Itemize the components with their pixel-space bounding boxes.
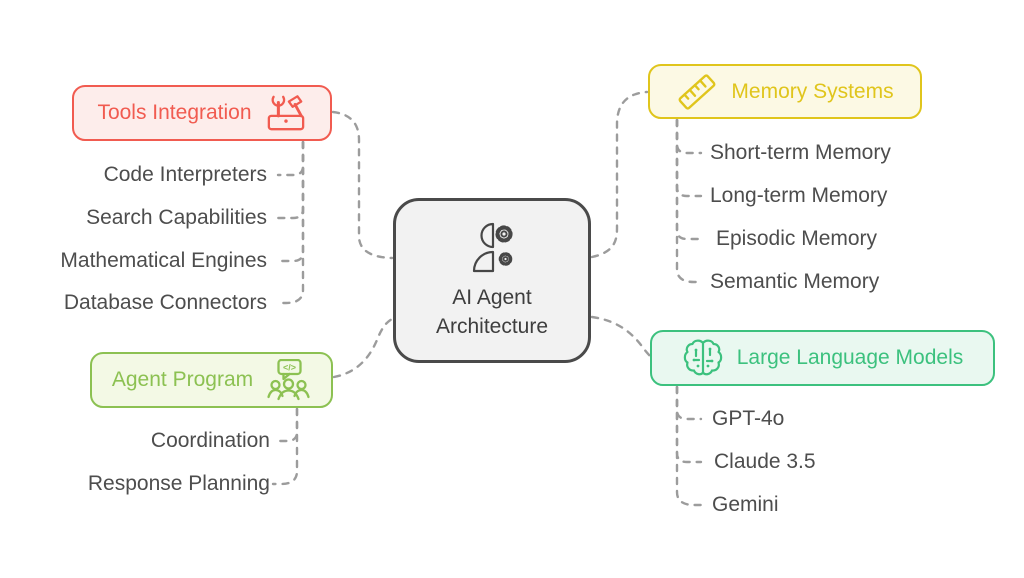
brain-icon — [683, 339, 722, 376]
leaf-short-term-memory: Short-term Memory — [710, 141, 891, 164]
connector-memory-to-center — [590, 90, 649, 259]
branch-large-language-models: Large Language Models — [650, 330, 995, 386]
connector-memory-child-4 — [675, 118, 704, 284]
agent-gears-icon — [472, 222, 513, 273]
toolbox-icon — [267, 95, 304, 131]
connector-agent-to-center — [332, 317, 394, 379]
leaf-code-interpreters: Code Interpreters — [103, 163, 267, 186]
center-node-label: AI Agent Architecture — [435, 286, 549, 338]
leaf-claude-3-5: Claude 3.5 — [714, 450, 816, 473]
connector-tools-child-4 — [275, 140, 305, 305]
leaf-gemini: Gemini — [712, 493, 779, 516]
branch-tools-integration: Tools Integration — [72, 85, 332, 141]
leaf-gpt-4o: GPT-4o — [712, 407, 785, 430]
code-glyph: </> — [283, 363, 296, 373]
leaf-long-term-memory: Long-term Memory — [710, 184, 888, 207]
team-code-icon: </> — [267, 359, 310, 401]
leaf-mathematical-engines: Mathematical Engines — [60, 249, 267, 272]
branch-agent-label: Agent Program — [111, 368, 254, 391]
connector-llm-to-center — [590, 315, 653, 359]
branch-memory-systems: Memory Systems — [648, 64, 922, 119]
branch-llm-label: Large Language Models — [736, 346, 964, 369]
connector-llm-child-3 — [675, 385, 704, 507]
leaf-coordination: Coordination — [150, 429, 270, 452]
leaf-semantic-memory: Semantic Memory — [710, 270, 880, 293]
connector-tools-child-3 — [276, 140, 305, 263]
connector-llm-child-1 — [675, 385, 703, 421]
connector-memory-child-3 — [675, 118, 703, 241]
leaf-search-capabilities: Search Capabilities — [86, 206, 267, 229]
branch-agent-program: Agent Program </> — [90, 352, 333, 408]
ruler-memory-icon — [678, 73, 716, 110]
branch-tools-label: Tools Integration — [97, 101, 252, 124]
leaf-response-planning: Response Planning — [87, 472, 270, 495]
connector-memory-child-2 — [675, 118, 703, 198]
branch-memory-label: Memory Systems — [731, 79, 894, 103]
connector-tools-child-1 — [276, 140, 305, 177]
connector-tools-child-2 — [276, 140, 305, 220]
connector-tools-to-center — [331, 110, 394, 260]
connector-agent-child-2 — [271, 407, 299, 486]
connector-agent-child-1 — [278, 407, 299, 443]
leaf-episodic-memory: Episodic Memory — [716, 227, 878, 250]
center-node-ai-agent-architecture: AI Agent Architecture — [393, 198, 591, 363]
connector-llm-child-2 — [675, 385, 703, 464]
connector-memory-child-1 — [675, 118, 703, 155]
leaf-database-connectors: Database Connectors — [63, 291, 267, 314]
